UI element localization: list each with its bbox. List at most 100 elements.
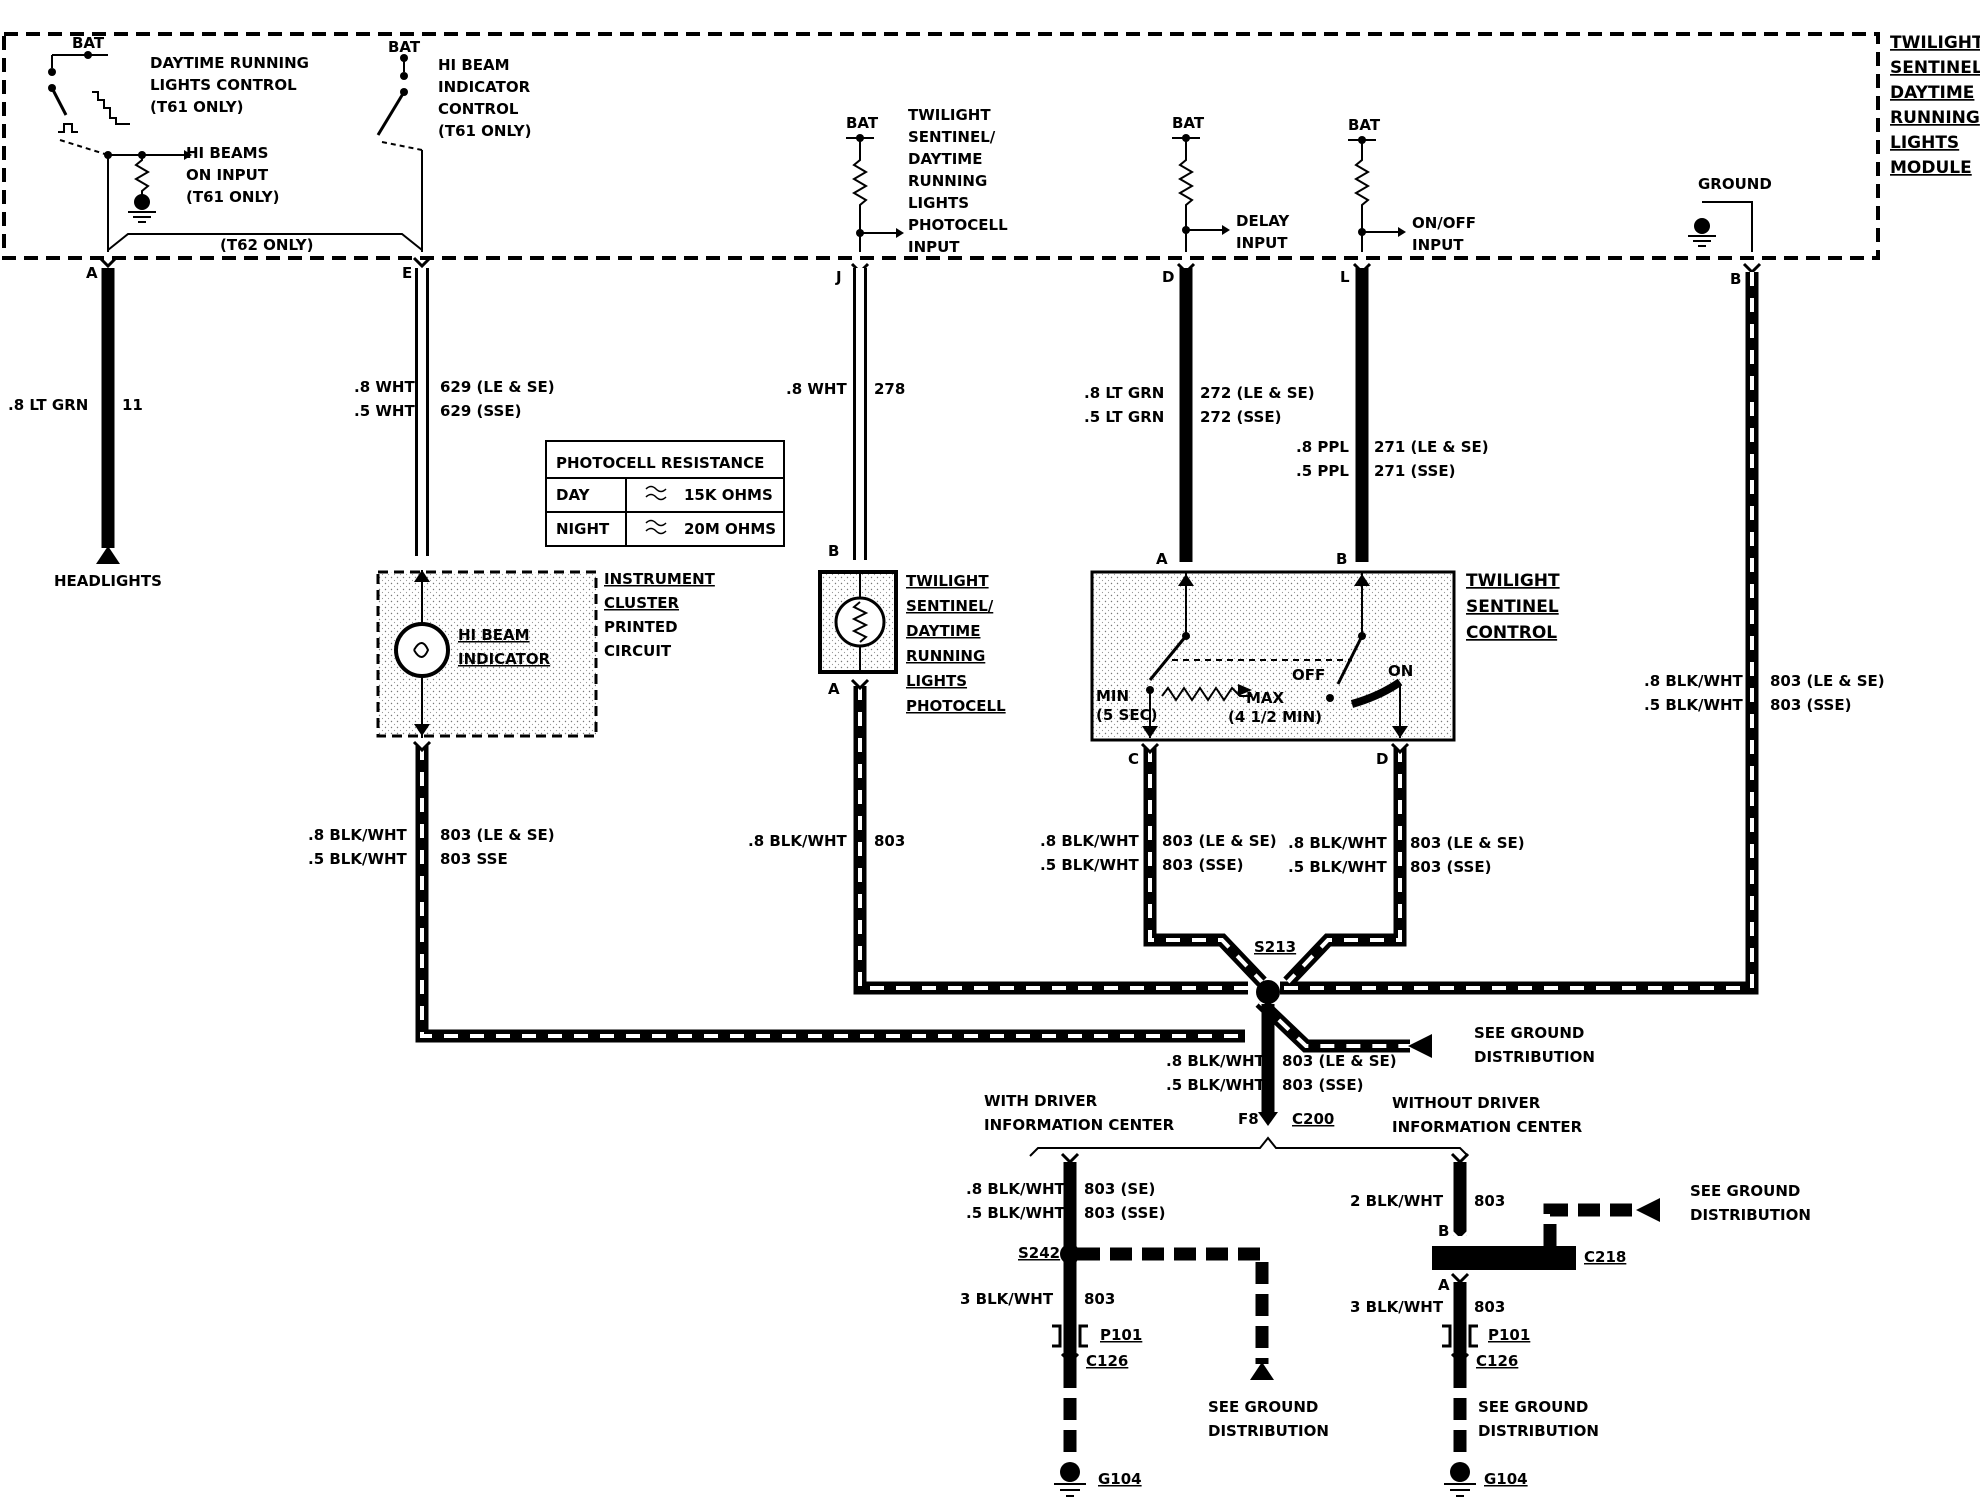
svg-text:BAT: BAT bbox=[846, 114, 879, 132]
svg-text:HI BEAM: HI BEAM bbox=[438, 56, 510, 74]
photocell-input: BAT TWILIGHT SENTINEL/ DAYTIME RUNNING L… bbox=[846, 106, 1008, 256]
svg-text:.5 BLK/WHT: .5 BLK/WHT bbox=[308, 850, 408, 868]
svg-text:A: A bbox=[828, 680, 840, 698]
svg-text:BAT: BAT bbox=[1172, 114, 1205, 132]
svg-text:(5 SEC): (5 SEC) bbox=[1096, 706, 1157, 724]
svg-text:.8 LT GRN: .8 LT GRN bbox=[8, 396, 88, 414]
svg-text:629 (SSE): 629 (SSE) bbox=[440, 402, 521, 420]
svg-text:.8 BLK/WHT: .8 BLK/WHT bbox=[308, 826, 408, 844]
svg-text:SENTINEL/: SENTINEL/ bbox=[908, 128, 996, 146]
svg-text:A: A bbox=[86, 264, 98, 282]
svg-text:INFORMATION CENTER: INFORMATION CENTER bbox=[984, 1116, 1175, 1134]
svg-text:D: D bbox=[1376, 750, 1388, 768]
svg-text:C: C bbox=[1128, 750, 1139, 768]
p101-label: P101 bbox=[1100, 1326, 1142, 1344]
svg-text:PRINTED: PRINTED bbox=[604, 618, 678, 636]
svg-text:CONTROL: CONTROL bbox=[1466, 623, 1557, 643]
svg-text:J: J bbox=[835, 268, 842, 286]
svg-text:803: 803 bbox=[1474, 1298, 1505, 1316]
svg-text:(4 1/2 MIN): (4 1/2 MIN) bbox=[1228, 708, 1322, 726]
svg-text:272 (SSE): 272 (SSE) bbox=[1200, 408, 1281, 426]
svg-text:TWILIGHT: TWILIGHT bbox=[1890, 33, 1980, 53]
svg-text:SEE GROUND: SEE GROUND bbox=[1474, 1024, 1584, 1042]
see-ground-distribution-1: SEE GROUND DISTRIBUTION bbox=[1474, 1024, 1595, 1066]
svg-text:HI BEAM: HI BEAM bbox=[458, 626, 530, 644]
svg-text:803 (SSE): 803 (SSE) bbox=[1162, 856, 1243, 874]
svg-text:MAX: MAX bbox=[1246, 689, 1285, 707]
svg-text:WITH DRIVER: WITH DRIVER bbox=[984, 1092, 1098, 1110]
svg-text:TWILIGHT: TWILIGHT bbox=[908, 106, 991, 124]
svg-text:803 (SSE): 803 (SSE) bbox=[1770, 696, 1851, 714]
module-title: TWILIGHT SENTINEL/ DAYTIME RUNNING LIGHT… bbox=[1890, 33, 1980, 178]
svg-text:271 (LE & SE): 271 (LE & SE) bbox=[1374, 438, 1489, 456]
svg-text:LIGHTS: LIGHTS bbox=[1890, 133, 1959, 153]
svg-text:DAYTIME RUNNING: DAYTIME RUNNING bbox=[150, 54, 309, 72]
svg-text:3 BLK/WHT: 3 BLK/WHT bbox=[1350, 1298, 1444, 1316]
svg-text:.8 BLK/WHT: .8 BLK/WHT bbox=[1288, 834, 1388, 852]
photocell-resistance-table: PHOTOCELL RESISTANCE DAY NIGHT 15K OHMS … bbox=[545, 440, 785, 547]
c218-label: C218 bbox=[1584, 1248, 1626, 1266]
splice-s213: S213 bbox=[1254, 938, 1296, 1004]
svg-text:.5 BLK/WHT: .5 BLK/WHT bbox=[966, 1204, 1066, 1222]
svg-text:RUNNING: RUNNING bbox=[906, 647, 985, 665]
module-pins: A E J D L B bbox=[86, 256, 1762, 288]
svg-text:803 (LE & SE): 803 (LE & SE) bbox=[1410, 834, 1525, 852]
svg-text:INFORMATION CENTER: INFORMATION CENTER bbox=[1392, 1118, 1583, 1136]
svg-text:INDICATOR: INDICATOR bbox=[458, 650, 551, 668]
svg-text:DISTRIBUTION: DISTRIBUTION bbox=[1208, 1422, 1329, 1440]
svg-text:GROUND: GROUND bbox=[1698, 175, 1772, 193]
svg-text:.8 BLK/WHT: .8 BLK/WHT bbox=[1040, 832, 1140, 850]
svg-text:B: B bbox=[1730, 270, 1741, 288]
svg-text:.8 BLK/WHT: .8 BLK/WHT bbox=[1166, 1052, 1266, 1070]
g104-label: G104 bbox=[1098, 1470, 1142, 1488]
svg-text:INPUT: INPUT bbox=[908, 238, 960, 256]
svg-text:.5 BLK/WHT: .5 BLK/WHT bbox=[1040, 856, 1140, 874]
svg-text:803 SSE: 803 SSE bbox=[440, 850, 508, 868]
svg-text:HI BEAMS: HI BEAMS bbox=[186, 144, 268, 162]
svg-text:C126: C126 bbox=[1476, 1352, 1518, 1370]
svg-text:SEE GROUND: SEE GROUND bbox=[1478, 1398, 1588, 1416]
svg-text:B: B bbox=[828, 542, 839, 560]
svg-text:2 BLK/WHT: 2 BLK/WHT bbox=[1350, 1192, 1444, 1210]
svg-text:DISTRIBUTION: DISTRIBUTION bbox=[1478, 1422, 1599, 1440]
svg-text:3 BLK/WHT: 3 BLK/WHT bbox=[960, 1290, 1054, 1308]
svg-text:DAYTIME: DAYTIME bbox=[1890, 83, 1974, 103]
svg-text:(T62 ONLY): (T62 ONLY) bbox=[220, 236, 313, 254]
twilight-sentinel-control: MIN (5 SEC) MAX (4 1/2 MIN) OFF ON TWILI… bbox=[1090, 570, 1560, 742]
svg-text:SENTINEL: SENTINEL bbox=[1466, 597, 1559, 617]
svg-text:D: D bbox=[1162, 268, 1174, 286]
svg-text:MIN: MIN bbox=[1096, 687, 1129, 705]
svg-text:.8 LT GRN: .8 LT GRN bbox=[1084, 384, 1164, 402]
without-dic-branch: B C218 SEE GROUND DISTRIBUTION A 2 BLK/W… bbox=[1350, 1152, 1811, 1497]
photocell: TWILIGHT SENTINEL/ DAYTIME RUNNING LIGHT… bbox=[818, 570, 1006, 715]
svg-text:803: 803 bbox=[1084, 1290, 1115, 1308]
svg-text:SENTINEL/: SENTINEL/ bbox=[906, 597, 994, 615]
svg-text:271 (SSE): 271 (SSE) bbox=[1374, 462, 1455, 480]
delay-input: BAT DELAY INPUT bbox=[1172, 114, 1290, 252]
svg-text:20M OHMS: 20M OHMS bbox=[684, 520, 776, 538]
svg-text:(T61 ONLY): (T61 ONLY) bbox=[150, 98, 243, 116]
module-ground: GROUND bbox=[1688, 175, 1772, 252]
svg-text:TWILIGHT: TWILIGHT bbox=[906, 572, 989, 590]
svg-text:LIGHTS CONTROL: LIGHTS CONTROL bbox=[150, 76, 297, 94]
svg-text:DISTRIBUTION: DISTRIBUTION bbox=[1690, 1206, 1811, 1224]
svg-text:PHOTOCELL: PHOTOCELL bbox=[908, 216, 1008, 234]
svg-text:SEE GROUND: SEE GROUND bbox=[1690, 1182, 1800, 1200]
t62-only-link: (T62 ONLY) bbox=[107, 233, 423, 254]
svg-text:803 (SSE): 803 (SSE) bbox=[1282, 1076, 1363, 1094]
svg-text:803 (LE & SE): 803 (LE & SE) bbox=[1162, 832, 1277, 850]
svg-text:(T61 ONLY): (T61 ONLY) bbox=[186, 188, 279, 206]
svg-text:803 (SSE): 803 (SSE) bbox=[1084, 1204, 1165, 1222]
svg-text:WITHOUT DRIVER: WITHOUT DRIVER bbox=[1392, 1094, 1541, 1112]
svg-text:SENTINEL/: SENTINEL/ bbox=[1890, 58, 1980, 78]
svg-text:A: A bbox=[1156, 550, 1168, 568]
svg-text:INPUT: INPUT bbox=[1412, 236, 1464, 254]
svg-text:(T61 ONLY): (T61 ONLY) bbox=[438, 122, 531, 140]
svg-text:803 (LE & SE): 803 (LE & SE) bbox=[1282, 1052, 1397, 1070]
svg-text:629 (LE & SE): 629 (LE & SE) bbox=[440, 378, 555, 396]
svg-text:ON: ON bbox=[1388, 662, 1413, 680]
svg-text:.8 PPL: .8 PPL bbox=[1296, 438, 1349, 456]
svg-text:803 (SE): 803 (SE) bbox=[1084, 1180, 1155, 1198]
svg-text:TWILIGHT: TWILIGHT bbox=[1466, 571, 1560, 591]
svg-text:DAYTIME: DAYTIME bbox=[908, 150, 982, 168]
